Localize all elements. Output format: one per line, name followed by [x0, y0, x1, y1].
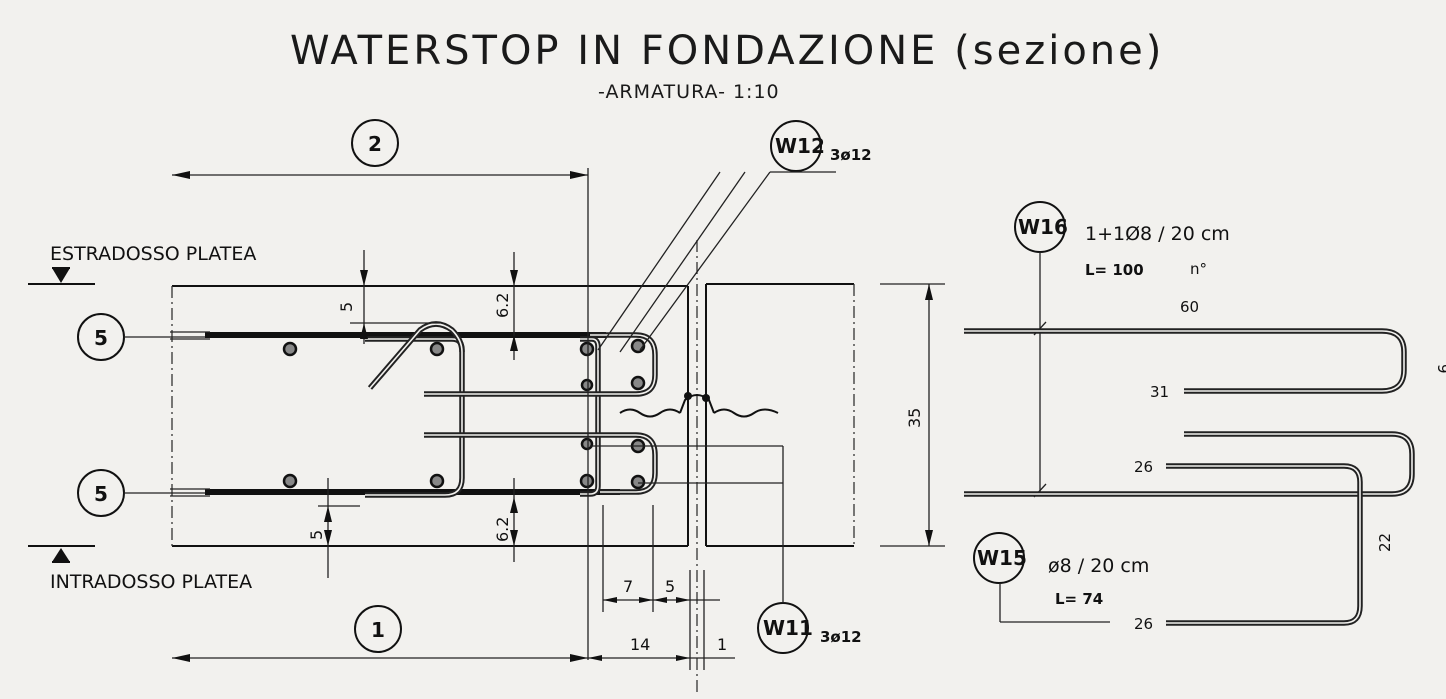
- mark-w16-label: W16: [1018, 215, 1068, 239]
- mark-w12-callout: W12 3ø12: [597, 120, 872, 353]
- dim-35: 35: [880, 283, 945, 547]
- rebar-stirrups: [365, 321, 658, 498]
- level-bottom-triangle-icon: [52, 548, 70, 562]
- mark-w11-spec: 3ø12: [820, 628, 862, 646]
- mark-w16-length: L= 100: [1085, 261, 1144, 279]
- dim-cover-top: 5: [337, 250, 440, 344]
- dim-7-value: 7: [623, 577, 633, 596]
- level-bottom-label: INTRADOSSO PLATEA: [50, 571, 252, 593]
- mark-5-bottom-label: 5: [94, 482, 108, 506]
- mark-w16-n: n°: [1190, 260, 1207, 278]
- mark-w12-label: W12: [775, 134, 825, 158]
- drawing-subtitle: -ARMATURA- 1:10: [598, 81, 780, 103]
- dim-62-top: 6.2: [493, 252, 518, 360]
- level-top-marker: ESTRADOSSO PLATEA: [28, 243, 256, 285]
- mark-2-label: 2: [368, 132, 382, 156]
- dim-7-5: 7 5: [602, 505, 720, 612]
- mark-w15-label: W15: [977, 546, 1027, 570]
- mark-w11-callout: W11 3ø12: [590, 445, 862, 654]
- w15-top-length: 26: [1134, 458, 1153, 476]
- dim-35-value: 35: [905, 408, 924, 428]
- mark-w16-spec: 1+1Ø8 / 20 cm: [1085, 223, 1230, 245]
- dim-14-1: 14 1: [588, 570, 735, 670]
- dim-62-bottom: 6.2: [493, 478, 518, 562]
- mark-5-top-label: 5: [94, 326, 108, 350]
- mark-5-top-bubble: 5: [77, 313, 205, 361]
- w16-top-length: 60: [1180, 298, 1199, 316]
- level-top-label: ESTRADOSSO PLATEA: [50, 243, 256, 265]
- waterstop-profile: [619, 392, 779, 418]
- dim-cover-top-value: 5: [337, 302, 356, 312]
- bar-shape-w16: W16 1+1Ø8 / 20 cm L= 100 n° 60 31 9: [964, 201, 1446, 498]
- mark-w11-label: W11: [763, 616, 813, 640]
- mark-w15-length: L= 74: [1055, 590, 1103, 608]
- drawing-title: WATERSTOP IN FONDAZIONE (sezione): [290, 28, 1164, 74]
- w16-height: 9: [1434, 364, 1446, 374]
- dim-14-value: 14: [630, 635, 650, 654]
- w15-bottom-length: 26: [1134, 615, 1153, 633]
- level-bottom-marker: INTRADOSSO PLATEA: [28, 545, 252, 593]
- bar-sections: [282, 338, 646, 490]
- mark-w15-spec: ø8 / 20 cm: [1048, 555, 1149, 577]
- slab-right-outline: [705, 283, 855, 547]
- dim-cover-bottom: 5: [307, 478, 360, 578]
- dim-62-top-value: 6.2: [493, 293, 512, 318]
- dim-5-value: 5: [665, 577, 675, 596]
- w16-return-length: 31: [1150, 383, 1169, 401]
- dim-1-value: 1: [717, 635, 727, 654]
- level-top-triangle-icon: [52, 268, 70, 283]
- bar-shape-w15: 26 22 26 W15 ø8 / 20 cm L= 74: [964, 431, 1415, 633]
- mark-w12-spec: 3ø12: [830, 146, 872, 164]
- mark-5-bottom-bubble: 5: [77, 469, 205, 517]
- mark-1-label: 1: [371, 618, 385, 642]
- main-bars: [170, 331, 620, 497]
- mark-1-bubble: 1: [172, 605, 588, 662]
- dim-cover-bottom-value: 5: [307, 530, 326, 540]
- w15-height: 22: [1376, 533, 1394, 552]
- mark-2-bubble: 2: [172, 119, 589, 660]
- slab-left-outline: [171, 285, 689, 547]
- dim-62-bottom-value: 6.2: [493, 517, 512, 542]
